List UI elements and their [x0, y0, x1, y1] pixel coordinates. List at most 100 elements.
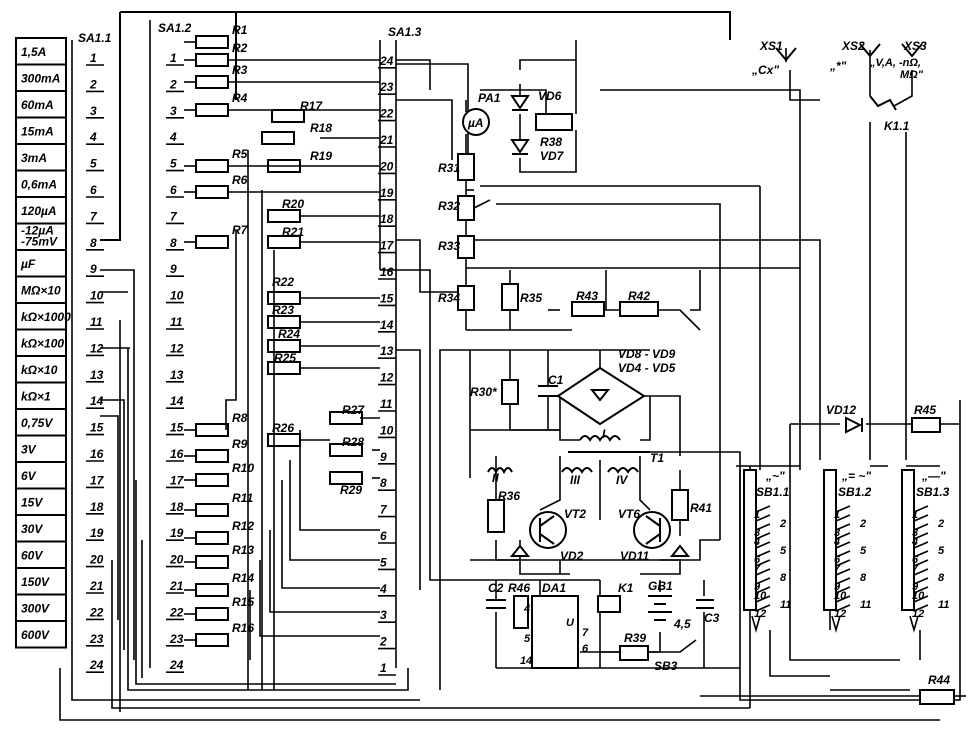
r44-label: R44 [928, 673, 950, 687]
range-label: 30V [21, 522, 43, 536]
diode-vd12 [845, 416, 863, 434]
resistor-r16 [195, 633, 229, 647]
c3-label: C3 [704, 611, 720, 625]
sa1-3-position: 21 [379, 133, 394, 147]
range-cell [15, 222, 67, 251]
sa1-3-position: 20 [379, 159, 394, 173]
sb1-3-label: SB1.3 [916, 485, 950, 499]
resistor-label: R9 [232, 437, 248, 451]
sa1-2-position: 15 [170, 421, 184, 435]
sa1-3-label: SA1.3 [388, 25, 422, 39]
r30-label: R30* [470, 385, 498, 399]
resistor-label: R10 [232, 461, 254, 475]
vt6-label: VT6 [618, 507, 640, 521]
sb1-contact [755, 568, 771, 576]
winding-ii-label: II [492, 471, 499, 485]
resistor-r46 [513, 595, 529, 629]
sb1-contact [835, 586, 851, 594]
sa1-2-position: 19 [170, 526, 184, 540]
sb1-pin: 11 [860, 599, 871, 611]
sb1-pin: 2 [937, 518, 944, 530]
range-cell [15, 620, 67, 649]
sb1-pin: 7 [834, 563, 841, 575]
socket-xs3 [901, 43, 923, 58]
sb1-2-top: „= ~" [841, 469, 871, 483]
r31-label: R31 [438, 161, 460, 175]
resistor-label: R14 [232, 571, 254, 585]
sa1-1-position: 18 [90, 500, 104, 514]
sa1-1-position: 11 [90, 315, 103, 329]
sb1-stem [743, 469, 757, 611]
resistor-r33 [457, 235, 475, 259]
sb1-contact [835, 532, 851, 540]
sa1-3-position: 13 [380, 344, 394, 358]
vd12-label: VD12 [826, 403, 856, 417]
sa1-2-position: 12 [170, 341, 184, 355]
sb1-contact [835, 505, 851, 513]
resistor-label: R13 [232, 543, 254, 557]
resistor-r35 [501, 283, 519, 311]
sa1-3-position: 7 [380, 503, 388, 517]
sb1-contact [913, 559, 929, 567]
sa1-1-position: 7 [90, 209, 98, 223]
resistor-r9 [195, 449, 229, 463]
sa1-3-position: 18 [380, 212, 394, 226]
vd11-label: VD11 [620, 549, 649, 563]
sb1-pin: 1 [912, 509, 918, 521]
sb1-pin: 8 [780, 572, 787, 584]
sa1-2-position: 7 [170, 209, 178, 223]
resistor-r4 [195, 103, 229, 117]
da1-pin-6: 6 [582, 643, 589, 655]
resistor-label: R3 [232, 63, 248, 77]
winding-ii [487, 467, 513, 475]
range-label: kΩ×1000 [21, 310, 71, 324]
sb1-pin: 1 [754, 509, 760, 521]
range-label: 60mA [21, 98, 54, 112]
sa1-3-position: 12 [380, 371, 394, 385]
sa1-2-position: 20 [169, 553, 184, 567]
sa1-2-position: 21 [169, 579, 184, 593]
sb1-contact [913, 505, 929, 513]
range-label: -12µA [21, 224, 54, 238]
sa1-1-position: 4 [89, 130, 97, 144]
sb1-pin: 1 [834, 509, 840, 521]
c2-label: C2 [488, 581, 504, 595]
da1-pin-u: U [566, 617, 575, 629]
sa1-1-position: 6 [90, 183, 97, 197]
range-label: kΩ×10 [21, 363, 58, 377]
resistor-label: R7 [232, 223, 249, 237]
range-cell [15, 381, 67, 410]
r43-label: R43 [576, 289, 598, 303]
xs3-label: XS3 [903, 39, 927, 53]
sa1-1-position: 1 [90, 51, 97, 65]
resistor-r45 [911, 417, 941, 433]
sb1-contact [755, 505, 771, 513]
sa1-1-position: 16 [90, 447, 104, 461]
resistor-label: R23 [272, 303, 294, 317]
sb1-pin: 6 [834, 554, 841, 566]
sa1-3-position: 9 [380, 450, 387, 464]
resistor-r28 [329, 443, 363, 457]
resistor-label: R1 [232, 23, 248, 37]
range-cell [15, 434, 67, 463]
sa1-2-position: 9 [170, 262, 177, 276]
range-label: 3V [21, 443, 37, 457]
sa1-2-position: 22 [169, 605, 184, 619]
xs2-label: XS2 [841, 39, 865, 53]
resistor-label: R5 [232, 147, 248, 161]
range-label: 6V [21, 469, 37, 483]
sa1-2-position: 14 [170, 394, 184, 408]
resistor-r5 [195, 159, 229, 173]
sb1-1-top: „~" [765, 469, 785, 483]
sb1-pin: 7 [754, 563, 761, 575]
range-label: 3mA [21, 151, 47, 165]
resistor-label: R16 [232, 621, 254, 635]
diode-vd6 [510, 95, 530, 110]
resistor-r3 [195, 75, 229, 89]
xs2-sub: „*" [829, 59, 847, 73]
winding-iii-label: III [570, 473, 581, 487]
range-cell [15, 355, 67, 384]
range-label: 150V [21, 575, 50, 589]
